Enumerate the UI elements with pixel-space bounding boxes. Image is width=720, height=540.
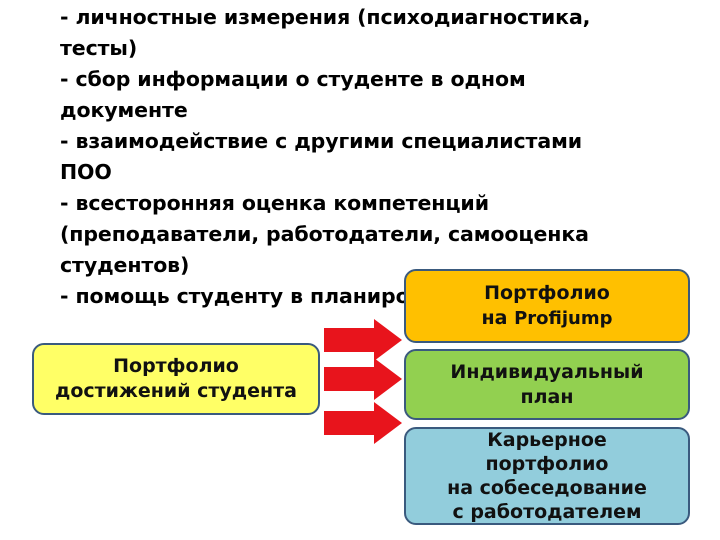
bullet-line: (преподаватели, работодатели, самооценка [60, 222, 589, 246]
box-label-line: достижений студента [55, 380, 297, 402]
box-label-line: с работодателем [452, 501, 642, 523]
box-label-line: на собеседование [447, 477, 647, 499]
box-label-line: Индивидуальный [450, 360, 644, 383]
box-label-line: Портфолио [113, 355, 239, 377]
bullet-line: документе [60, 98, 188, 122]
bullet-line: - взаимодействие с другими специалистами [60, 129, 582, 153]
bullet-line: - сбор информации о студенте в одном [60, 67, 526, 91]
box-label-line: Портфолио [484, 282, 610, 304]
box-label-line: на Profijump [482, 306, 613, 331]
box-label-prefix: на [481, 307, 515, 329]
bullet-line: - личностные измерения (психодиагностика… [60, 5, 591, 29]
box-label-line: портфолио [485, 453, 609, 475]
career-portfolio-box: Карьерное портфолио на собеседование с р… [404, 427, 690, 525]
box-label-line: Карьерное [487, 429, 607, 451]
right-arrow-icon [324, 319, 402, 361]
individual-plan-box: Индивидуальный план [404, 349, 690, 420]
profijump-brand: Profijump [514, 308, 613, 329]
portfolio-achievements-box: Портфолио достижений студента [32, 343, 320, 415]
bullet-list: - личностные измерения (психодиагностика… [60, 2, 700, 312]
bullet-line: ПОО [60, 160, 112, 184]
right-arrow-icon [324, 402, 402, 444]
bullet-line: - всесторонняя оценка компетенций [60, 191, 489, 215]
right-arrow-icon [324, 358, 402, 400]
profijump-portfolio-box: Портфолио на Profijump [404, 269, 690, 343]
bullet-line: тесты) [60, 36, 138, 60]
box-label-line: план [520, 385, 574, 408]
bullet-line: студентов) [60, 253, 190, 277]
